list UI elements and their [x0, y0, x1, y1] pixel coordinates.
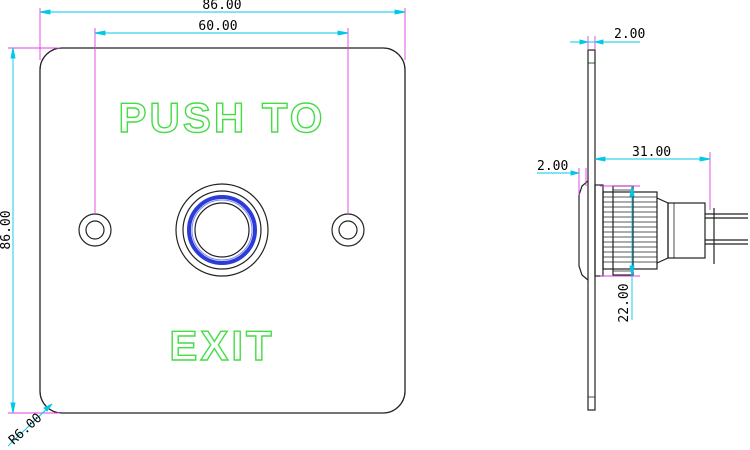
- front-dimension-lines: [7, 9, 406, 447]
- label-push-to: PUSH TO: [119, 94, 326, 141]
- dim-plate-thickness: 2.00: [614, 27, 645, 42]
- dim-thread-diameter: 22.00: [617, 283, 632, 322]
- dim-width-86: 86.00: [202, 0, 241, 13]
- label-exit: EXIT: [169, 322, 274, 369]
- side-dimension-lines: [537, 39, 711, 320]
- button-collar: [594, 184, 604, 277]
- mounting-hole-right: [331, 213, 365, 247]
- front-extension-lines: [8, 8, 406, 414]
- led-ring: [187, 195, 257, 265]
- switch-housing: [656, 197, 706, 264]
- terminal-pins: [705, 208, 748, 264]
- mounting-hole-left: [78, 213, 112, 247]
- push-button: [175, 183, 269, 277]
- front-view: PUSH TO EXIT: [0, 0, 406, 448]
- button-bezel: [578, 180, 589, 281]
- front-plate: [39, 47, 406, 414]
- side-view: 2.00 2.00 31.00 22.00: [537, 27, 748, 411]
- dim-depth-31: 31.00: [632, 145, 671, 160]
- dim-corner-radius: R6.00: [6, 411, 45, 448]
- dim-flange: 2.00: [537, 159, 568, 174]
- threaded-body: [602, 185, 658, 276]
- side-plate: [587, 49, 596, 411]
- dim-hole-spacing-60: 60.00: [198, 19, 237, 34]
- dim-height-86: 86.00: [0, 210, 14, 249]
- side-extension-lines: [578, 36, 711, 277]
